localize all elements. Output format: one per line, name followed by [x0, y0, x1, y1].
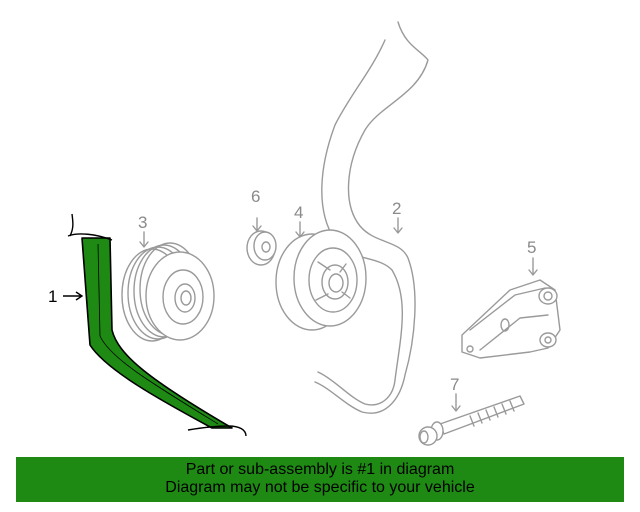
callout-2-arrow — [393, 217, 403, 234]
parts-diagram: 1 2 3 4 5 6 7 — [48, 21, 561, 446]
callout-number-1[interactable]: 1 — [48, 287, 57, 306]
part-1-drive-belt[interactable] — [67, 213, 247, 437]
callout-number-3[interactable]: 3 — [138, 213, 147, 232]
part-5-bracket[interactable] — [461, 257, 561, 359]
part-2-serpentine-belt[interactable] — [314, 21, 429, 414]
callout-number-4[interactable]: 4 — [294, 203, 303, 222]
callout-number-5[interactable]: 5 — [527, 238, 536, 257]
notice-line-2: Diagram may not be specific to your vehi… — [165, 479, 475, 496]
part-6-cap[interactable] — [246, 217, 277, 266]
part-7-bolt[interactable] — [418, 393, 525, 446]
part-4-idler-pulley[interactable] — [275, 221, 367, 331]
callout-1-arrow — [63, 291, 84, 301]
callout-number-6[interactable]: 6 — [251, 187, 260, 206]
callout-number-7[interactable]: 7 — [450, 375, 459, 394]
notice-line-1: Part or sub-assembly is #1 in diagram — [185, 461, 455, 478]
notice-banner: Part or sub-assembly is #1 in diagram Di… — [16, 457, 624, 502]
part-3-grooved-pulley[interactable] — [121, 231, 215, 342]
callout-number-2[interactable]: 2 — [392, 199, 401, 218]
